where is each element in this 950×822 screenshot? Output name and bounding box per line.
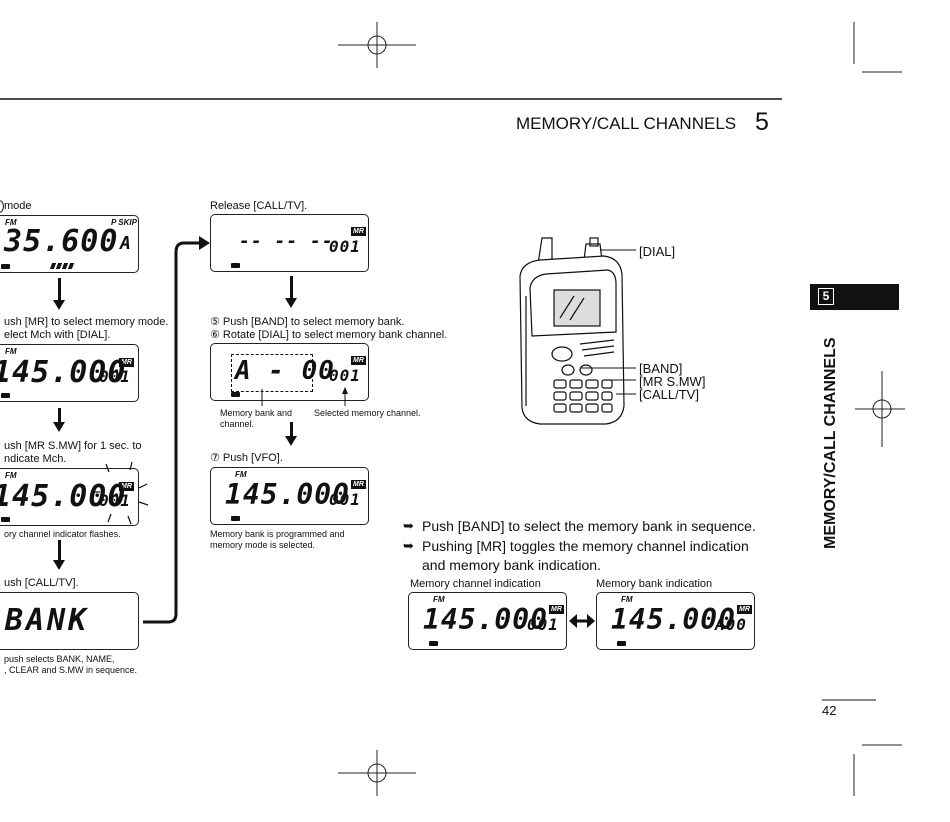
mr-smw-label: [MR S.MW]: [639, 374, 706, 389]
lcd-frequency: 145.000: [0, 479, 127, 514]
lcd-memory-bank-indication: FM MR 145.000 A00: [596, 592, 755, 650]
arrow-down-5: [285, 422, 297, 446]
lcd-fm-label: FM: [5, 218, 17, 227]
bullet-arrow-icon: ➥: [403, 518, 414, 533]
lcd-mr-badge: MR: [351, 227, 366, 236]
lcd-fm-label: FM: [235, 470, 247, 479]
lcd-bank-select: A - 00 MR 001: [210, 343, 369, 401]
lcd-bank: BANK: [0, 592, 139, 650]
lcd-mr-badge: MR: [549, 605, 564, 614]
lcd6-label-right: Selected memory channel.: [314, 408, 421, 418]
lcd-suffix: A: [120, 233, 132, 254]
battery-icon: [617, 641, 626, 646]
lcd6-label-left-1: Memory bank and: [220, 408, 293, 418]
lcd-fm-label: FM: [5, 347, 17, 356]
lcd-fm-label: FM: [433, 595, 445, 604]
step-mr-text: ush [MR] to select memory mode.: [4, 316, 169, 328]
side-tab: 5: [810, 284, 899, 310]
battery-icon: [231, 516, 240, 521]
memory-bank-indication-label: Memory bank indication: [596, 578, 713, 590]
band-label: [BAND]: [639, 361, 683, 376]
lcd-frequency: 145.000: [423, 603, 549, 636]
battery-icon: [429, 641, 438, 646]
toggle-double-arrow-icon: [569, 614, 595, 628]
lcd-vfo-135: FM P SKIP 135.600 A: [0, 215, 139, 273]
lcd3-caption: ory channel indicator flashes.: [4, 529, 121, 539]
bullet-arrow-icon: ➥: [403, 538, 414, 553]
lcd-vfo-result: FM MR 145.000 001: [210, 467, 369, 525]
lcd-fm-label: FM: [5, 471, 17, 480]
arrow-down-2: [53, 408, 65, 432]
lcd-dashes: -- -- --: [239, 231, 334, 252]
arrow-down-4: [285, 276, 297, 308]
lcd4-caption-1: push selects BANK, NAME,: [4, 654, 115, 664]
lcd-frequency: 145.000: [0, 355, 127, 390]
lcd-channel: A00: [715, 615, 747, 634]
lcd-channel: 001: [527, 615, 559, 634]
lcd7-caption-2: memory mode is selected.: [210, 540, 316, 550]
note-bullet-1: Push [BAND] to select the memory bank in…: [422, 518, 756, 534]
lcd-release: -- -- -- MR 001: [210, 214, 369, 272]
note-bullet-2b: and memory bank indication.: [422, 557, 601, 573]
step-call-text: ush [CALL/TV].: [4, 577, 79, 589]
lcd-channel: 001: [329, 490, 361, 509]
page-header-title: MEMORY/CALL CHANNELS: [516, 114, 737, 133]
lcd-channel: 001: [99, 491, 131, 510]
flash-rays-icon: [92, 462, 149, 525]
chapter-number: 5: [755, 108, 769, 136]
lcd-bank-value: A - 00: [235, 356, 335, 386]
page-number: 42: [822, 703, 837, 718]
lcd-mr-badge: MR: [119, 482, 134, 491]
side-tab-number: 5: [818, 288, 834, 305]
lcd-channel: 001: [329, 237, 361, 256]
battery-icon: [231, 263, 240, 268]
battery-icon: [1, 264, 10, 269]
lcd6-label-left-2: channel.: [220, 419, 255, 429]
memory-channel-indication-label: Memory channel indication: [410, 578, 541, 590]
radio-illustration: [519, 237, 636, 425]
dial-label: [DIAL]: [639, 244, 676, 259]
note-bullet-2a: Pushing [MR] toggles the memory channel …: [422, 538, 749, 554]
lcd-flashing-145: FM MR 145.000 001: [0, 468, 139, 526]
step-smw-text-2: ndicate Mch.: [4, 453, 67, 465]
arrow-down-1: [53, 278, 65, 310]
lcd-bank-text: BANK: [5, 603, 90, 638]
lcd-fm-label: FM: [621, 595, 633, 604]
lcd4-caption-2: , CLEAR and S.MW in sequence.: [4, 665, 138, 675]
lcd-channel: 001: [99, 367, 131, 386]
call-tv-label: [CALL/TV]: [639, 387, 699, 402]
arrow-down-3: [53, 540, 65, 570]
step7-text: ⑦ Push [VFO].: [210, 452, 283, 464]
battery-icon: [231, 392, 240, 397]
lcd-memory-channel-indication: FM MR 145.000 001: [408, 592, 567, 650]
lcd-channel: 001: [329, 366, 361, 385]
lcd-frequency: 135.600: [0, 224, 119, 259]
lcd-mr-badge: MR: [119, 358, 134, 367]
step-smw-text: ush [MR S.MW] for 1 sec. to: [4, 440, 142, 452]
lcd-memory-145: FM MR 145.000 001: [0, 344, 139, 402]
lcd-frequency: 145.000: [611, 603, 737, 636]
bank-dashed-box: [231, 354, 313, 392]
step6-text: ⑥ Rotate [DIAL] to select memory bank ch…: [210, 329, 448, 341]
step5-text: ⑤ Push [BAND] to select memory bank.: [210, 316, 405, 328]
lcd-mr-badge: MR: [351, 356, 366, 365]
lcd-mr-badge: MR: [737, 605, 752, 614]
battery-icon: [1, 393, 10, 398]
battery-icon: [1, 517, 10, 522]
lcd7-caption-1: Memory bank is programmed and: [210, 529, 345, 539]
step-mode-text: mode: [4, 200, 32, 212]
lcd-mr-badge: MR: [351, 480, 366, 489]
lcd-frequency: 145.000: [225, 478, 351, 511]
step-mr-text-2: elect Mch with [DIAL].: [4, 329, 111, 341]
release-text: Release [CALL/TV].: [210, 200, 308, 212]
lcd-pskip-label: P SKIP: [111, 218, 137, 227]
